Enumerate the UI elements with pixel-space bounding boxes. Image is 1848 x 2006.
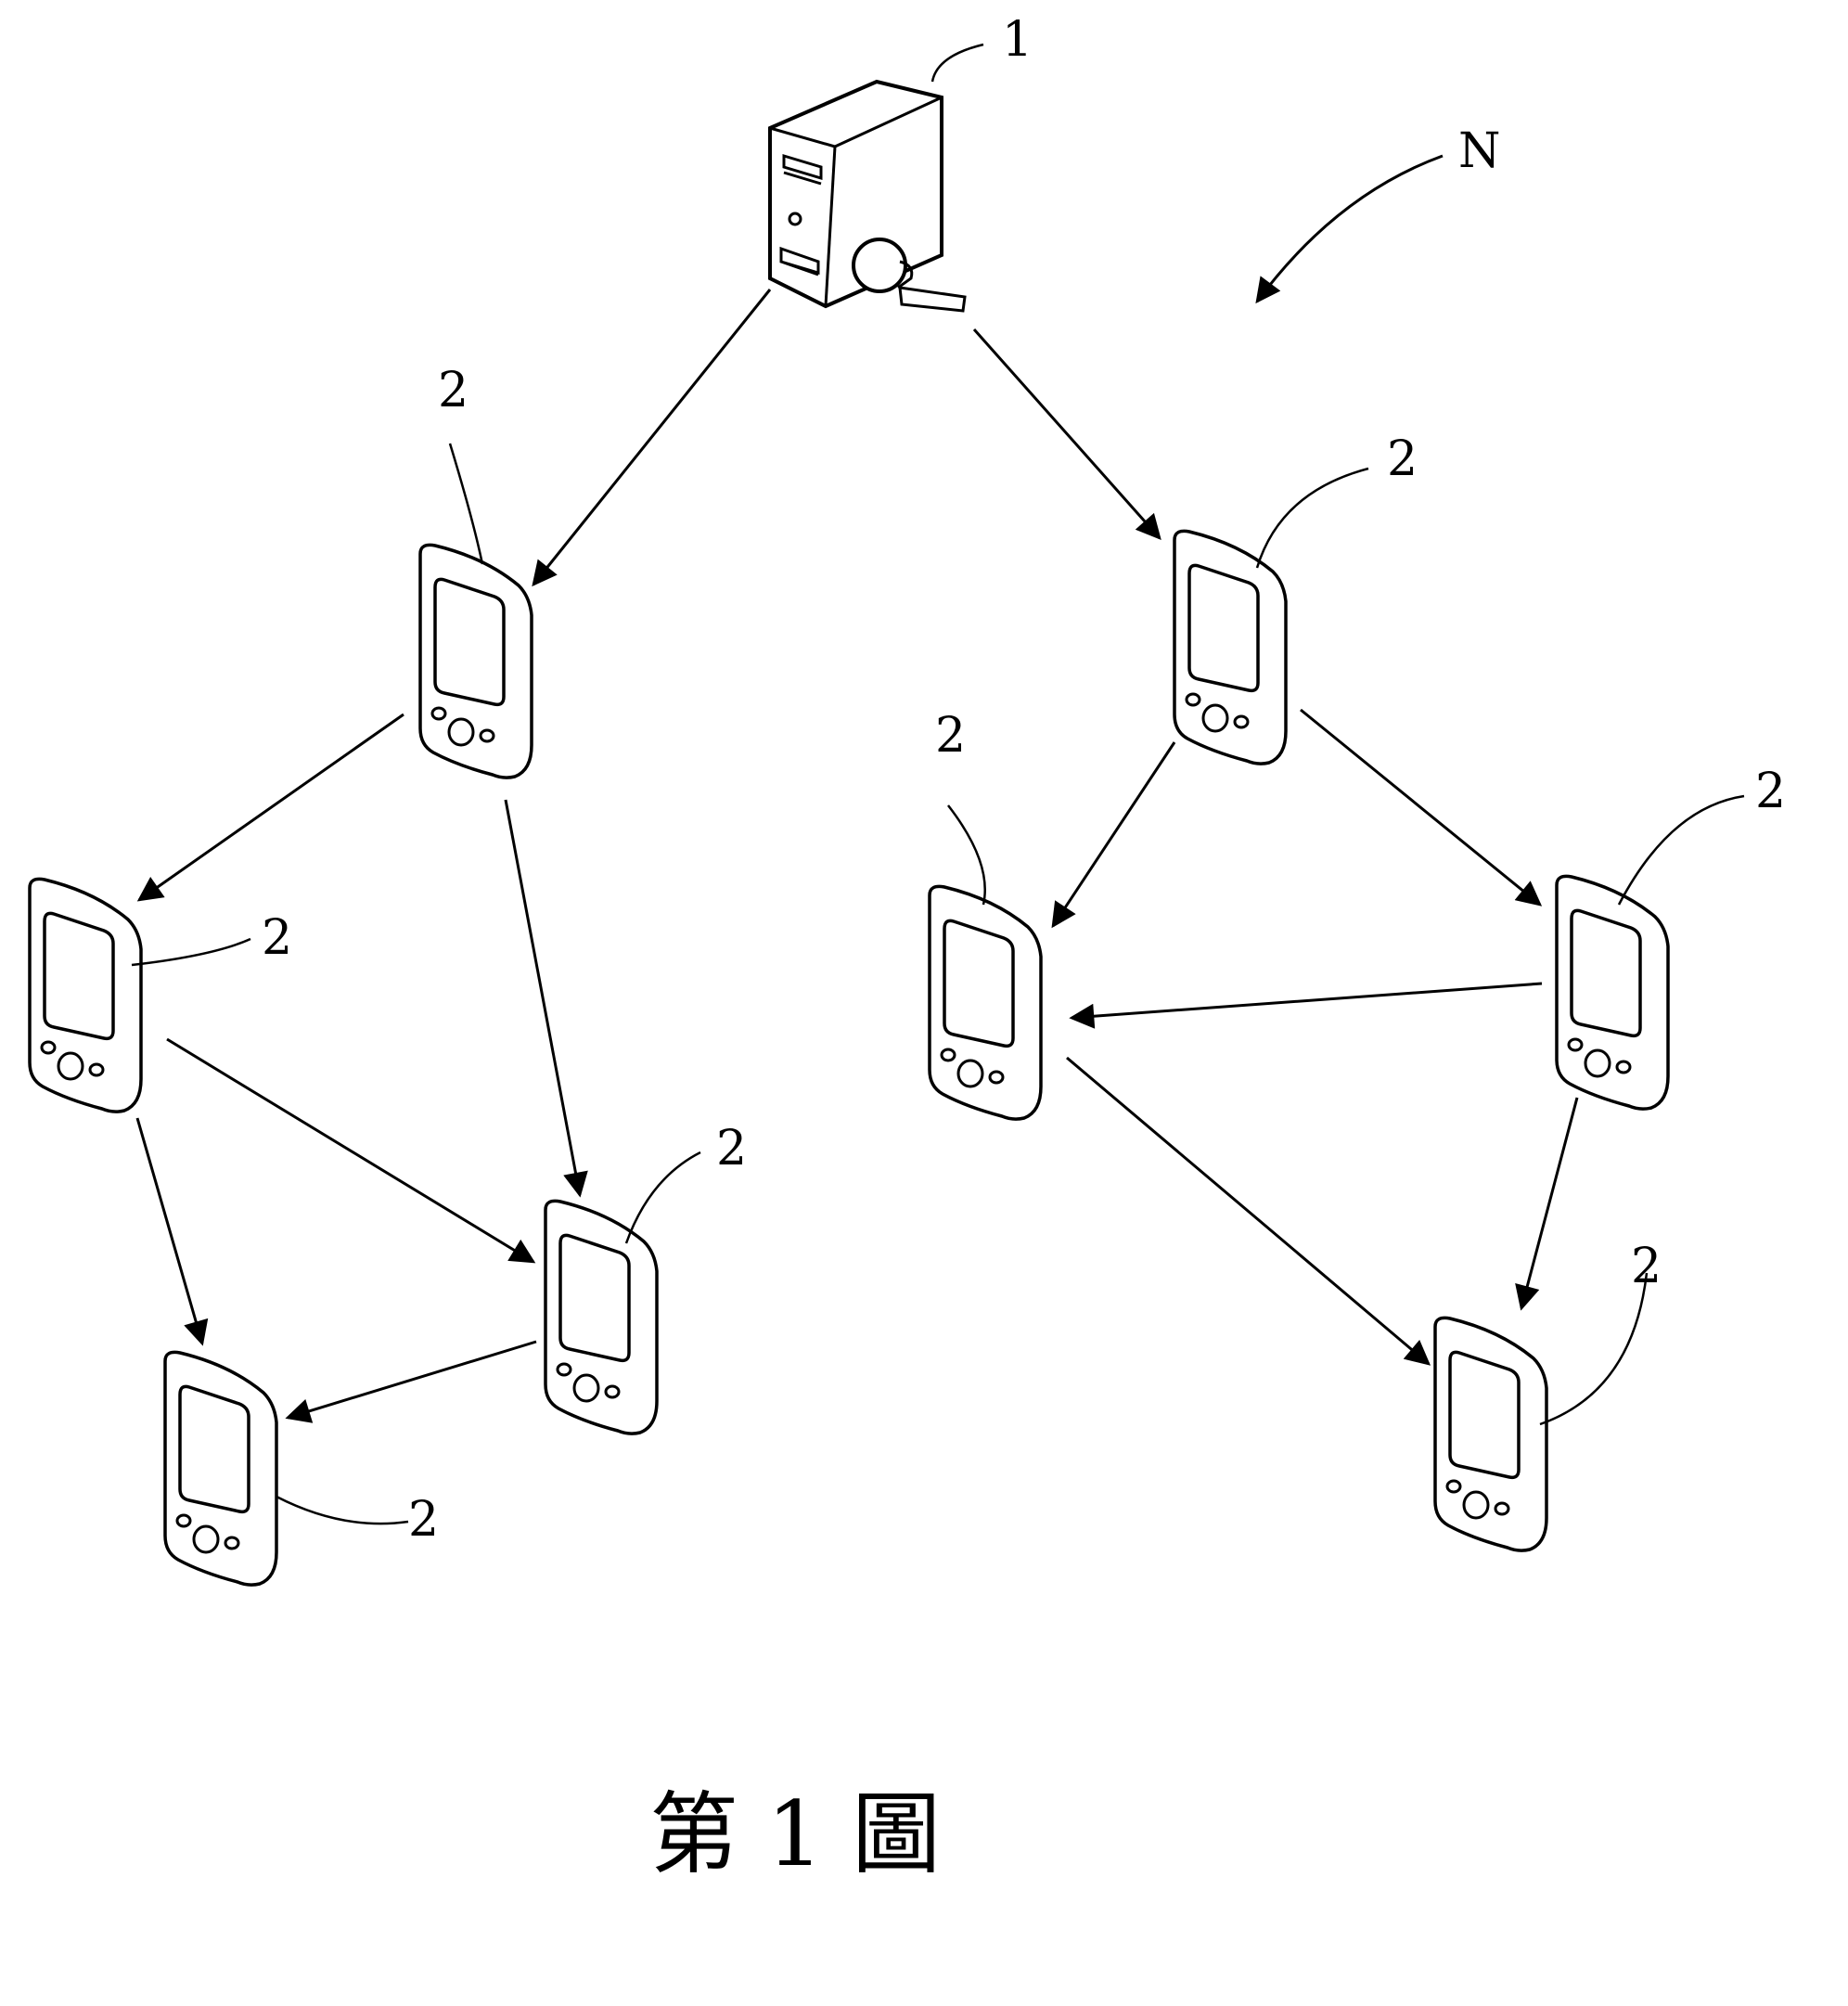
device-ref-label: 2: [1387, 431, 1418, 487]
link-arrow: [1051, 741, 1176, 929]
network-label: N: [1458, 123, 1501, 179]
figure-caption: 第 1 圖: [649, 1782, 941, 1886]
device-ref-label: 2: [1631, 1239, 1662, 1294]
link-arrow: [135, 1117, 209, 1346]
link-arrow: [1515, 1097, 1579, 1311]
link-arrow: [504, 799, 588, 1198]
link-arrow: [972, 328, 1161, 541]
leader-line: [276, 1495, 409, 1525]
link-arrow: [1300, 708, 1543, 907]
device-ref-label: 2: [1755, 764, 1786, 819]
device-node-f: [928, 884, 1043, 1121]
leader-line: [624, 1151, 701, 1244]
leader-line: [448, 443, 484, 565]
device-ref-label: 2: [438, 363, 468, 418]
link-arrow: [532, 289, 772, 587]
link-arrow: [1066, 1056, 1431, 1366]
device-ref-label: 2: [408, 1492, 439, 1548]
device-ref-label: 2: [935, 708, 966, 764]
leader-line: [1255, 467, 1369, 569]
device-node-c: [28, 877, 143, 1113]
server-ref-label: 1: [1002, 12, 1033, 68]
link-arrow: [285, 1340, 537, 1423]
device-node-h: [1433, 1316, 1548, 1552]
leader-line: [930, 43, 984, 83]
link-arrow: [1069, 982, 1543, 1029]
leader-line: [1539, 1272, 1649, 1426]
device-ref-label: 2: [262, 910, 292, 966]
link-arrow: [166, 1037, 536, 1264]
device-node-b: [1173, 529, 1288, 765]
network-pointer-arrow: [1255, 154, 1444, 304]
device-node-g: [1555, 874, 1670, 1111]
device-node-a: [418, 543, 533, 779]
device-node-d: [544, 1199, 659, 1435]
leader-line: [947, 804, 986, 906]
leader-line: [1617, 794, 1745, 906]
leader-line: [131, 937, 251, 967]
link-arrow: [136, 713, 404, 902]
device-node-e: [163, 1350, 278, 1587]
server-node: [768, 79, 967, 313]
device-ref-label: 2: [716, 1121, 747, 1177]
